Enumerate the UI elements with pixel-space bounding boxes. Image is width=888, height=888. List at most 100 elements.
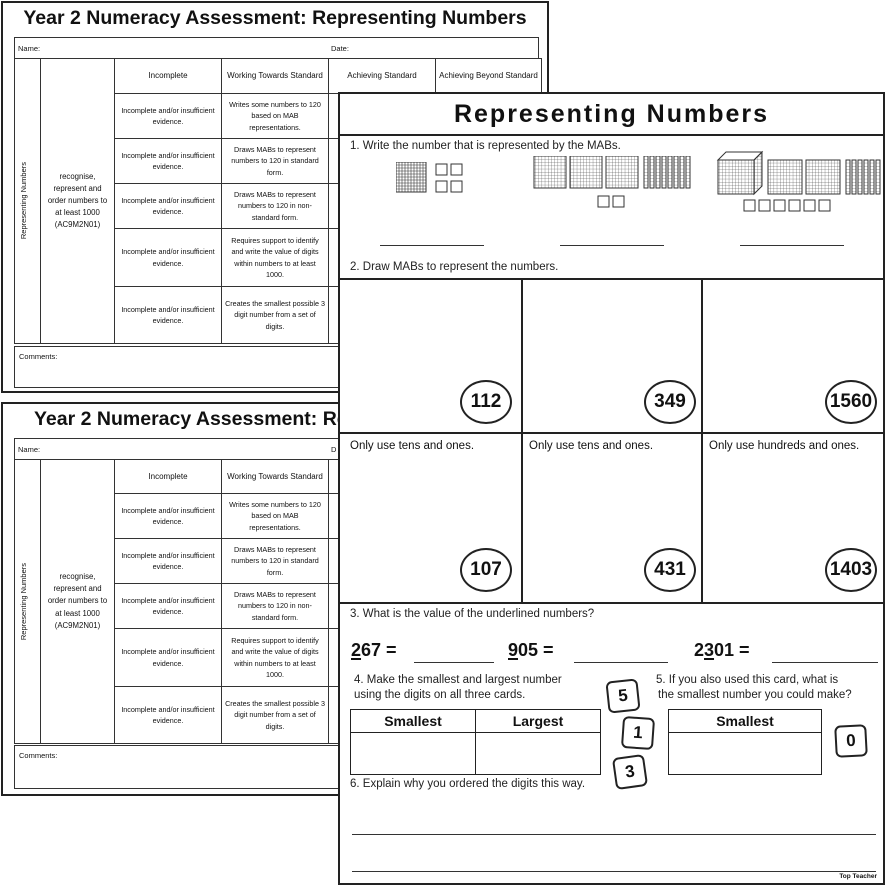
header-working: Working Towards Standard [221, 459, 329, 494]
digits-post: 05 = [518, 640, 554, 660]
worksheet-title: Representing Numbers [453, 100, 770, 128]
cell-incomplete: Incomplete and/or insufficient evidence. [114, 686, 222, 744]
vertical-label-cell: Representing Numbers [14, 58, 41, 344]
value-answer-2[interactable] [574, 662, 668, 663]
question-5-line2: the smallest number you could make? [658, 689, 852, 701]
value-answer-3[interactable] [772, 662, 878, 663]
vertical-label: Representing Numbers [19, 562, 28, 641]
header-largest: Largest [475, 709, 601, 733]
cell-working: Writes some numbers to 120 based on MAB … [221, 93, 329, 139]
value-number-1: 267 = [351, 640, 397, 661]
divider [340, 602, 883, 604]
header-achieving: Achieving Standard [328, 58, 436, 94]
cell-note: Only use tens and ones. [529, 440, 654, 452]
value-answer-1[interactable] [414, 662, 494, 663]
cell-incomplete: Incomplete and/or insufficient evidence. [114, 493, 222, 539]
cell-working: Creates the smallest possible 3 digit nu… [221, 286, 329, 344]
cell-working: Draws MABs to represent numbers to 120 i… [221, 583, 329, 629]
vertical-label-cell: Representing Numbers [14, 459, 41, 744]
date-label: D [331, 445, 337, 454]
answer-line-3[interactable] [740, 245, 844, 246]
thousand-cube [716, 150, 764, 196]
cell-note: Only use tens and ones. [350, 440, 475, 452]
question-1: 1. Write the number that is represented … [350, 140, 621, 152]
divider [340, 278, 883, 280]
cell-incomplete: Incomplete and/or insufficient evidence. [114, 286, 222, 344]
cell-working: Writes some numbers to 120 based on MAB … [221, 493, 329, 539]
outcome-cell: recognise, represent and order numbers t… [40, 459, 115, 744]
underlined-digit: 2 [351, 640, 362, 660]
largest-answer-cell[interactable] [475, 732, 601, 775]
mab-group-1 [396, 162, 463, 193]
divider [340, 134, 883, 136]
name-label: Name: [18, 445, 41, 454]
cell-incomplete: Incomplete and/or insufficient evidence. [114, 583, 222, 629]
footer-brand: Top Teacher [839, 873, 877, 880]
worksheet: Representing Numbers 1. Write the number… [338, 92, 885, 885]
number-circle: 1560 [825, 380, 877, 424]
draw-box-5[interactable]: Only use tens and ones. 431 [523, 434, 703, 602]
q5-table: Smallest [668, 709, 822, 775]
hundred-flat [396, 162, 427, 193]
question-6: 6. Explain why you ordered the digits th… [350, 778, 586, 790]
cell-incomplete: Incomplete and/or insufficient evidence. [114, 183, 222, 229]
explain-line-2[interactable] [352, 871, 876, 872]
number-circle: 107 [460, 548, 512, 592]
cell-incomplete: Incomplete and/or insufficient evidence. [114, 228, 222, 287]
question-2: 2. Draw MABs to represent the numbers. [350, 261, 559, 273]
digit-card-zero: 0 [834, 724, 868, 758]
header-smallest: Smallest [350, 709, 476, 733]
digit-card: 1 [620, 715, 656, 751]
digits-post: 67 = [361, 640, 397, 660]
header-incomplete: Incomplete [114, 58, 222, 94]
name-date-row: Name: Date: [14, 37, 539, 59]
number-circle: 112 [460, 380, 512, 424]
answer-line-2[interactable] [560, 245, 664, 246]
cell-working: Creates the smallest possible 3 digit nu… [221, 686, 329, 744]
vertical-label: Representing Numbers [19, 162, 28, 240]
value-number-2: 905 = [508, 640, 554, 661]
question-4-line1: 4. Make the smallest and largest number [354, 674, 562, 686]
value-number-3: 2301 = [694, 640, 750, 661]
answer-line-1[interactable] [380, 245, 484, 246]
digit-card: 5 [605, 678, 641, 714]
outcome-cell: recognise, represent and order numbers t… [40, 58, 115, 344]
draw-box-6[interactable]: Only use hundreds and ones. 1403 [703, 434, 885, 602]
cell-working: Draws MABs to represent numbers to 120 i… [221, 538, 329, 584]
rubric-title: Year 2 Numeracy Assessment: Re [34, 408, 348, 430]
number-circle: 349 [644, 380, 696, 424]
cell-working: Requires support to identify and write t… [221, 228, 329, 287]
name-label: Name: [18, 44, 41, 53]
cell-incomplete: Incomplete and/or insufficient evidence. [114, 538, 222, 584]
underlined-digit: 9 [508, 640, 519, 660]
smallest-answer-cell[interactable] [350, 732, 476, 775]
question-3: 3. What is the value of the underlined n… [350, 608, 595, 620]
cell-incomplete: Incomplete and/or insufficient evidence. [114, 628, 222, 687]
question-4-line2: using the digits on all three cards. [354, 689, 526, 701]
explain-line-1[interactable] [352, 834, 876, 835]
underlined-digit: 3 [704, 640, 715, 660]
digits-pre: 2 [694, 640, 705, 660]
header-incomplete: Incomplete [114, 459, 222, 494]
draw-box-3[interactable]: 1560 [703, 278, 885, 434]
number-circle: 431 [644, 548, 696, 592]
header-smallest: Smallest [668, 709, 822, 733]
digit-card: 3 [611, 753, 649, 791]
q5-answer-cell[interactable] [668, 732, 822, 775]
draw-box-4[interactable]: Only use tens and ones. 107 [340, 434, 523, 602]
date-label: Date: [331, 44, 349, 53]
rubric-title: Year 2 Numeracy Assessment: Representing… [23, 7, 527, 29]
cell-incomplete: Incomplete and/or insufficient evidence. [114, 138, 222, 184]
question-5-line1: 5. If you also used this card, what is [656, 674, 839, 686]
draw-box-2[interactable]: 349 [523, 278, 703, 434]
mab-group-2 [533, 156, 691, 208]
ones-cubes [435, 163, 463, 193]
draw-box-1[interactable]: 112 [340, 278, 523, 434]
digits-post: 01 = [714, 640, 750, 660]
header-beyond: Achieving Beyond Standard [435, 58, 542, 94]
cell-incomplete: Incomplete and/or insufficient evidence. [114, 93, 222, 139]
cell-note: Only use hundreds and ones. [709, 440, 860, 452]
mab-group-3 [716, 150, 881, 212]
cell-working: Draws MABs to represent numbers to 120 i… [221, 138, 329, 184]
